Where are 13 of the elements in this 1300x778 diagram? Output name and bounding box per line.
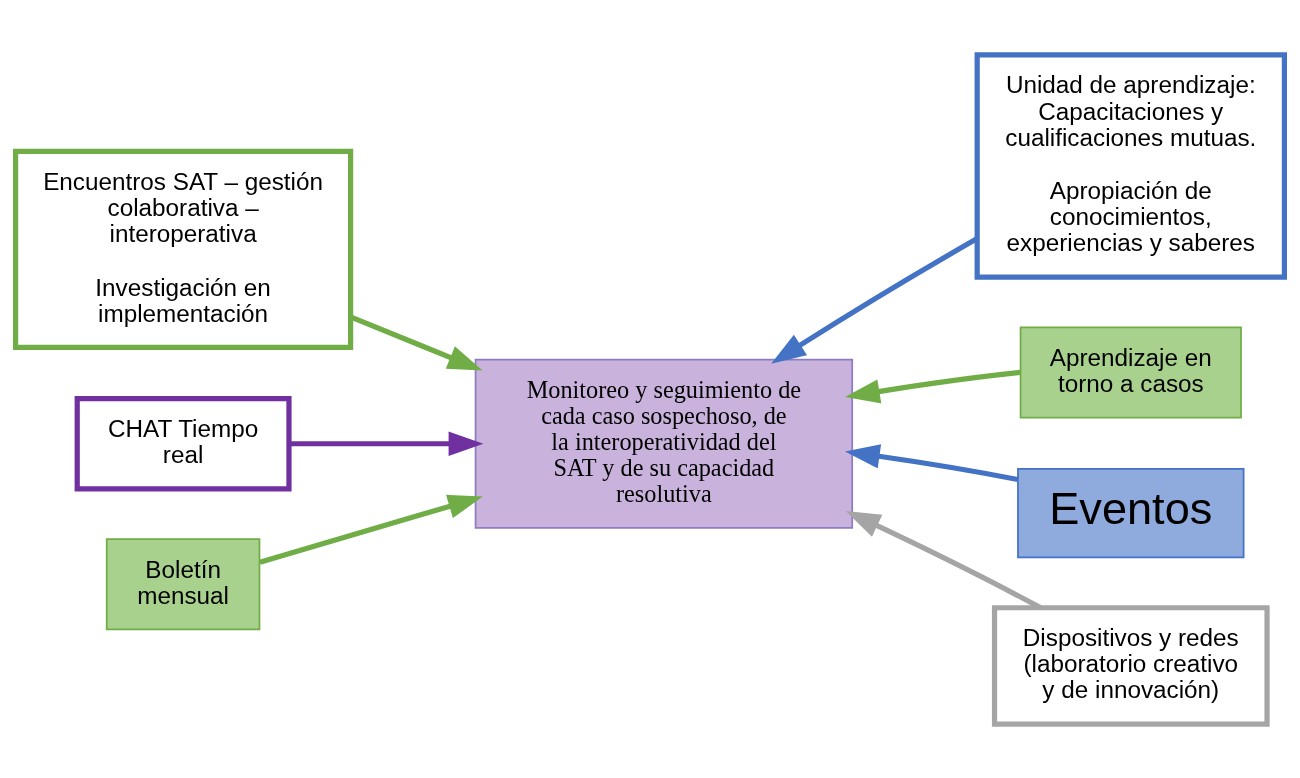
arrow <box>844 443 1019 482</box>
arrow <box>259 494 483 565</box>
node-box: Boletín mensual <box>105 537 261 630</box>
node-box: Encuentros SAT – gestión colaborativa – interoperativa Investigación en implementación <box>13 148 354 350</box>
node-box: Aprendizaje en torno a casos <box>1019 326 1242 419</box>
node-box: CHAT Tiempo real <box>74 395 292 491</box>
arrow <box>350 314 483 371</box>
node-box: Monitoreo y seguimiento de cada caso sospechoso, de la interoperatividad del SAT y de su capacidad resolutiva <box>474 358 854 529</box>
node-box: Unidad de aprendizaje: Capacitaciones y cualificaciones mutuas. Apropiación de conocimientos, experiencias y saberes <box>974 51 1287 280</box>
node-box: Dispositivos y redes (laboratorio creativo y de innovación) <box>991 604 1270 727</box>
arrow <box>289 431 484 456</box>
node-box: Eventos <box>1017 467 1245 558</box>
arrow <box>845 369 1021 403</box>
